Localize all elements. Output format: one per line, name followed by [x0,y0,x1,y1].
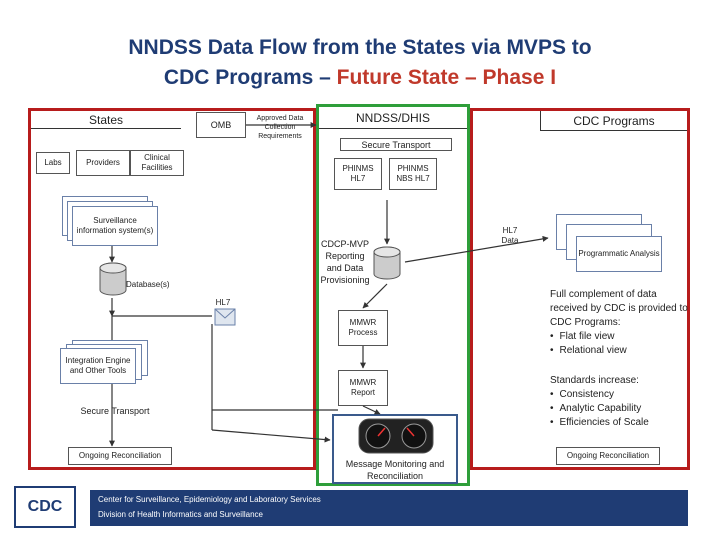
title-part1: CDC Programs – [163,66,331,89]
complement-text: Full complement of data received by CDC … [550,288,688,358]
cdc-logo-text: CDC [27,498,63,515]
standards-label: Standards increase: [550,375,639,386]
standards-item: Consistency [550,388,688,402]
states-reconciliation-box: Ongoing Reconciliation [68,447,172,465]
providers-box: Providers [76,150,130,176]
database-label: Database(s) [126,280,170,289]
states-secure-transport: Secure Transport [80,406,150,416]
mmwr-report-box: MMWR Report [338,370,388,406]
programmatic-box: Programmatic Analysis [576,236,662,272]
complement-label: Full complement of data received by CDC … [550,289,688,328]
monitoring-panel [332,414,458,484]
footer-line2: Division of Health Informatics and Surve… [98,510,263,519]
cdc-reconciliation-box: Ongoing Reconciliation [556,447,660,465]
nndss-header: NNDSS/DHIS [319,107,467,129]
cdc-title: CDC Programs [573,114,655,128]
envelope-icon [214,308,236,326]
nndss-title: NNDSS/DHIS [355,111,430,125]
complement-item: Relational view [550,344,688,358]
footer-line1: Center for Surveillance, Epidemiology an… [98,495,321,504]
nndss-secure-transport: Secure Transport [340,138,452,151]
cdc-header: CDC Programs [540,111,687,131]
nndss-panel [316,104,470,486]
states-panel [28,108,316,470]
mmwr-process-box: MMWR Process [338,310,388,346]
standards-item: Efficiencies of Scale [550,416,688,430]
omb-box: OMB [196,112,246,138]
phinms-hl7-box: PHINMS HL7 [334,158,382,190]
standards-item: Analytic Capability [550,402,688,416]
approved-label: Approved Data Collection Requirements [256,115,304,140]
slide-title-line1: NNDSS Data Flow from the States via MVPS… [128,36,592,59]
hl7-label: HL7 [215,298,231,307]
monitoring-label: Message Monitoring and Reconciliation [345,459,445,481]
standards-text: Standards increase: Consistency Analytic… [550,374,688,430]
cdc-panel [470,108,690,470]
slide-title-line2: CDC Programs – Future State – Phase I [0,64,720,92]
labs-box: Labs [36,152,70,174]
cdcp-database-icon [373,246,401,280]
states-title: States [88,113,124,127]
footer-bar: Center for Surveillance, Epidemiology an… [90,490,688,526]
states-header: States [31,111,181,129]
surveillance-box: Surveillance information system(s) [72,206,158,246]
database-icon [99,262,127,296]
title-part2: Future State – Phase I [336,66,557,89]
hl7-data-label: HL7 Data [501,226,519,245]
integration-box: Integration Engine and Other Tools [60,348,136,384]
complement-item: Flat file view [550,330,688,344]
cdcp-label: CDCP-MVP Reporting and Data Provisioning [320,239,370,285]
clinical-box: Clinical Facilities [130,150,184,176]
gauge-icon [358,418,434,454]
phinms-nbs-box: PHINMS NBS HL7 [389,158,437,190]
cdc-logo: CDC [14,486,76,528]
